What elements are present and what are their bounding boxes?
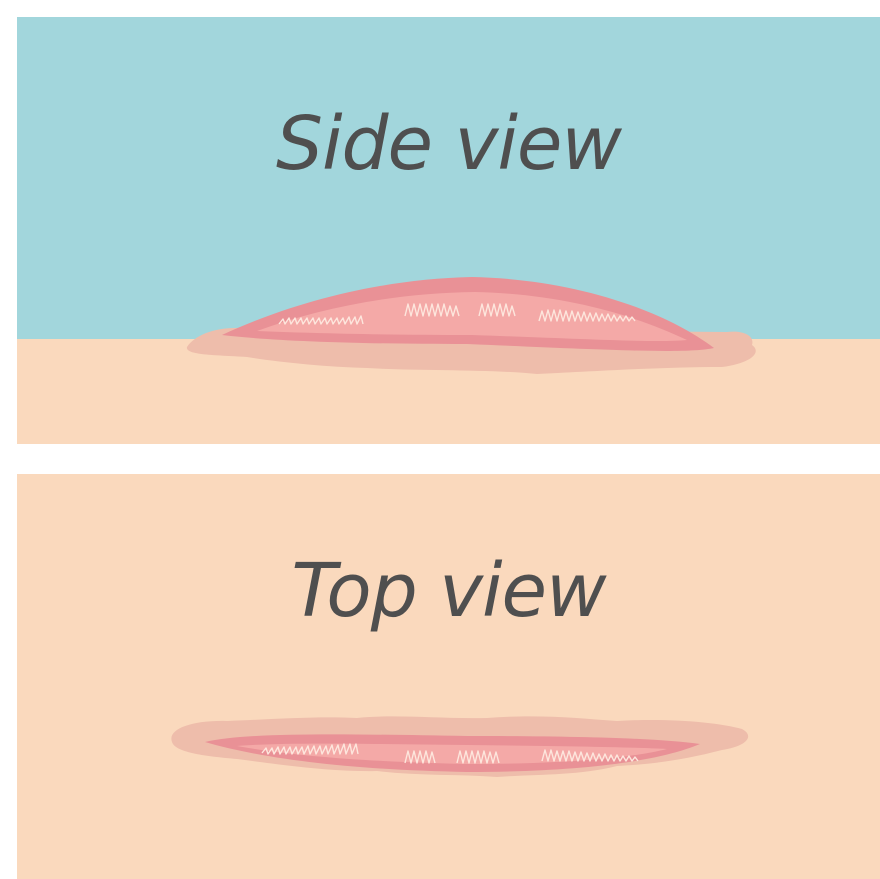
top-view-panel: Top view [17, 474, 880, 879]
side-view-caption: Side view [17, 107, 880, 181]
top-view-illustration [17, 474, 880, 879]
side-view-illustration [17, 17, 880, 444]
skin-surface [17, 474, 880, 879]
top-view-caption: Top view [17, 554, 880, 628]
side-view-panel: Side view [17, 17, 880, 444]
